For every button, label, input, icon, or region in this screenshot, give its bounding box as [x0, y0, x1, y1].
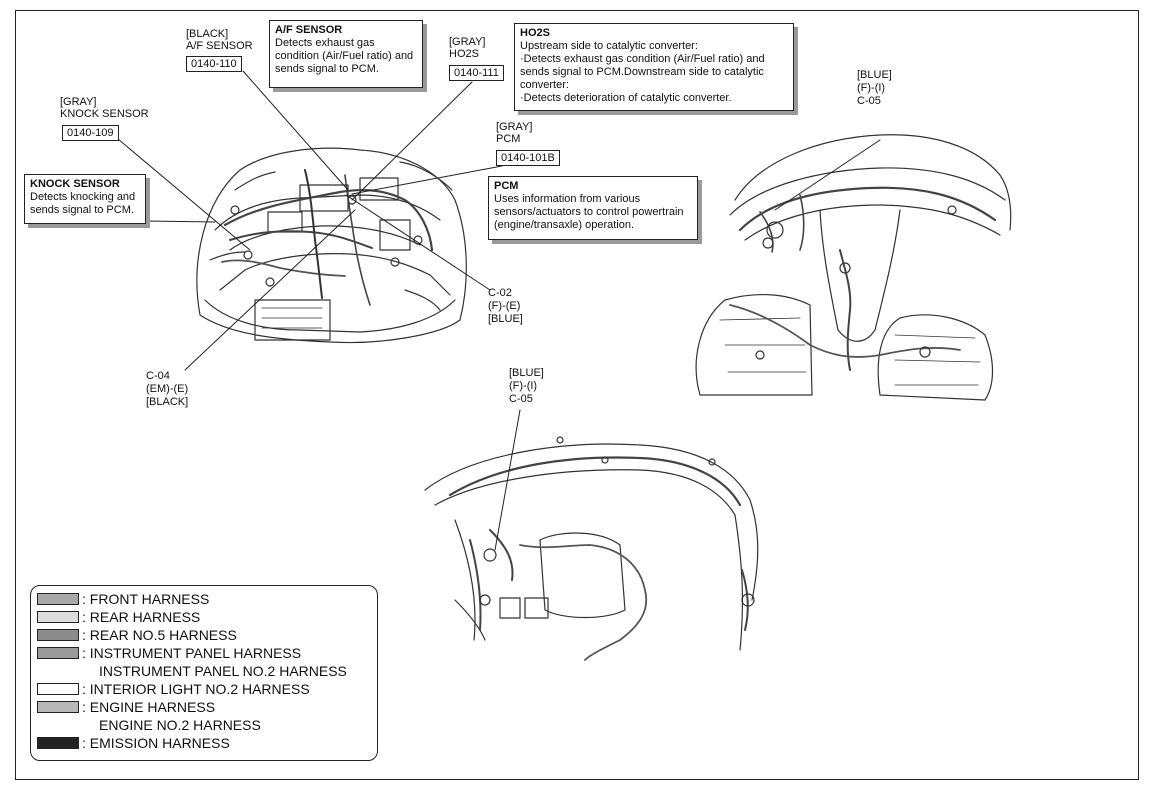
engine-bay-drawing — [196, 147, 467, 344]
c02-connector-color: [BLUE] — [488, 313, 523, 325]
cabin-harness-drawing — [695, 134, 1012, 401]
c04-connector-color: [BLACK] — [146, 396, 189, 408]
af-sensor-connector-code: 0140-110 — [186, 56, 242, 72]
c05-top-connector-color: [BLUE] — [857, 69, 892, 81]
af-sensor-connector-name: A/F SENSOR — [186, 40, 253, 52]
legend-label-emission-harness: : EMISSION HARNESS — [82, 735, 230, 751]
harness-legend: : FRONT HARNESS : REAR HARNESS : REAR NO… — [30, 585, 378, 761]
legend-label-engine-no2-harness: ENGINE NO.2 HARNESS — [99, 717, 261, 733]
af-sensor-info-body: Detects exhaust gas condition (Air/Fuel … — [275, 37, 414, 75]
pcm-info-body: Uses information from various sensors/ac… — [494, 193, 684, 231]
diagram-frame — [15, 10, 1139, 780]
c02-connector-id: C-02 — [488, 287, 512, 299]
legend-row-rear-no5-harness: : REAR NO.5 HARNESS — [35, 626, 377, 644]
knock-sensor-info-box: KNOCK SENSOR Detects knocking and sends … — [24, 174, 146, 224]
legend-swatch-rear-harness — [37, 611, 79, 623]
c05-bottom-connector-type: (F)-(I) — [509, 380, 538, 392]
c05-top-leader-line — [774, 139, 881, 211]
legend-swatch-engine-harness — [37, 701, 79, 713]
legend-swatch-emission-harness — [37, 737, 79, 749]
legend-swatch-instrument-panel-harness — [37, 647, 79, 659]
pcm-connector-name: PCM — [496, 133, 521, 145]
legend-label-instrument-panel-harness: : INSTRUMENT PANEL HARNESS — [82, 645, 302, 661]
legend-label-rear-no5-harness: : REAR NO.5 HARNESS — [82, 627, 237, 643]
legend-row-instrument-panel-no2-harness: INSTRUMENT PANEL NO.2 HARNESS — [35, 662, 377, 680]
af-sensor-info-title: A/F SENSOR — [275, 24, 343, 36]
c05-top-connector-id: C-05 — [857, 95, 881, 107]
legend-row-emission-harness: : EMISSION HARNESS — [35, 734, 377, 752]
legend-swatch-front-harness — [37, 593, 79, 605]
pcm-connector-code: 0140-101B — [496, 150, 560, 166]
legend-label-engine-harness: : ENGINE HARNESS — [82, 699, 216, 715]
af-sensor-connector-color: [BLACK] — [186, 28, 229, 40]
c04-connector-id: C-04 — [146, 370, 170, 382]
c05-top-connector-type: (F)-(I) — [857, 82, 886, 94]
c02-connector-type: (F)-(E) — [488, 300, 521, 312]
legend-label-rear-harness: : REAR HARNESS — [82, 609, 201, 625]
c05-bottom-connector-color: [BLUE] — [509, 367, 544, 379]
c05-bottom-connector-id: C-05 — [509, 393, 533, 405]
legend-row-rear-harness: : REAR HARNESS — [35, 608, 377, 626]
legend-row-engine-no2-harness: ENGINE NO.2 HARNESS — [35, 716, 377, 734]
knock-sensor-info-title: KNOCK SENSOR — [30, 178, 120, 190]
legend-row-engine-harness: : ENGINE HARNESS — [35, 698, 377, 716]
knock-sensor-connector-name: KNOCK SENSOR — [60, 108, 149, 120]
af-sensor-info-box: A/F SENSOR Detects exhaust gas condition… — [269, 20, 423, 88]
ho2s-info-title: HO2S — [520, 27, 550, 39]
legend-row-front-harness: : FRONT HARNESS — [35, 590, 377, 608]
ho2s-connector-color: [GRAY] — [449, 36, 486, 48]
ho2s-info-body: Upstream side to catalytic converter: ·D… — [520, 40, 765, 104]
ho2s-info-box: HO2S Upstream side to catalytic converte… — [514, 23, 794, 111]
ho2s-connector-code: 0140-111 — [449, 65, 504, 81]
ho2s-connector-name: HO2S — [449, 48, 479, 60]
legend-swatch-rear-no5-harness — [37, 629, 79, 641]
knock-sensor-connector-code: 0140-109 — [62, 125, 119, 141]
legend-label-front-harness: : FRONT HARNESS — [82, 591, 210, 607]
pcm-info-box: PCM Uses information from various sensor… — [488, 176, 698, 240]
knock-sensor-connector-color: [GRAY] — [60, 96, 97, 108]
legend-label-instrument-panel-no2-harness: INSTRUMENT PANEL NO.2 HARNESS — [99, 663, 347, 679]
legend-label-interior-light-no2-harness: : INTERIOR LIGHT NO.2 HARNESS — [82, 681, 310, 697]
legend-row-instrument-panel-harness: : INSTRUMENT PANEL HARNESS — [35, 644, 377, 662]
pcm-connector-color: [GRAY] — [496, 121, 533, 133]
c05-bottom-leader-line — [494, 409, 521, 551]
instrument-panel-drawing — [424, 436, 759, 661]
legend-swatch-interior-light-no2-harness — [37, 683, 79, 695]
legend-row-interior-light-no2-harness: : INTERIOR LIGHT NO.2 HARNESS — [35, 680, 377, 698]
pcm-info-title: PCM — [494, 180, 519, 192]
knock-sensor-info-body: Detects knocking and sends signal to PCM… — [30, 191, 136, 216]
engine-leader-lines — [117, 70, 503, 371]
c04-connector-type: (EM)-(E) — [146, 383, 189, 395]
